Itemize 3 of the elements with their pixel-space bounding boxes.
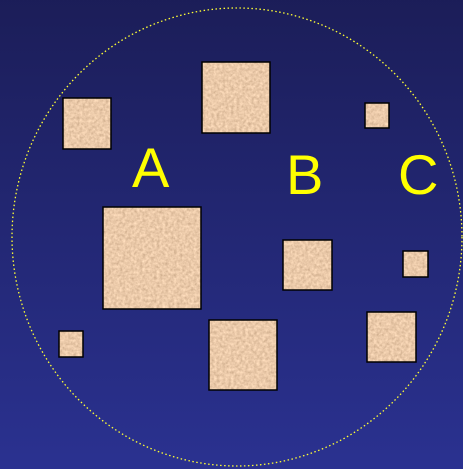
letter-label: C xyxy=(398,147,438,203)
letter-label: B xyxy=(286,147,324,203)
letter-label: A xyxy=(132,140,170,196)
